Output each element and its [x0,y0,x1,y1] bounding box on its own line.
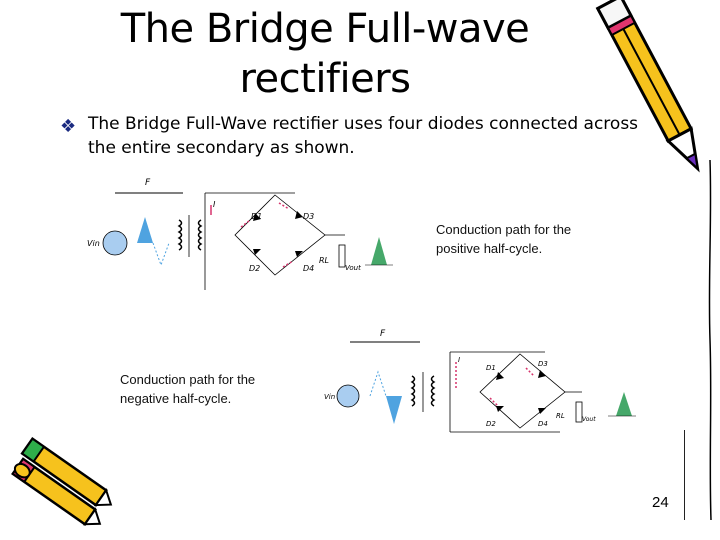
caption-positive-line-2: positive half-cycle. [436,241,543,256]
caption-negative-line-2: negative half-cycle. [120,391,232,406]
slide-title: The Bridge Full-wave rectifiers [95,4,555,104]
load-rl: RL [319,256,329,265]
caption-negative-line-1: Conduction path for the [120,372,256,387]
caption-positive: Conduction path for the positive half-cy… [436,220,571,258]
pencil-icon [595,0,700,173]
diode-d1: D1 [251,212,262,221]
out-label: Vout [345,264,361,272]
diode-d3: D3 [303,212,314,221]
source-label: Vin [324,393,335,401]
caption-negative: Conduction path for the negative half-cy… [120,370,255,408]
fuse-label: F [145,178,151,188]
load-rl: RL [556,412,565,420]
current-label: I [213,200,216,209]
diode-d4: D4 [303,264,314,273]
pencils-bundle-icon [11,436,113,526]
circuit-positive-half-cycle: F Vin D1 D3 D2 D4 RL Vout I [87,178,393,290]
diode-d3: D3 [538,360,548,368]
page-number: 24 [652,494,669,511]
circuit-negative-half-cycle: F Vin D1 D3 D2 D4 RL Vout I [324,329,636,433]
diode-d2: D2 [249,264,260,273]
caption-positive-line-1: Conduction path for the [436,222,572,237]
diode-d1: D1 [486,364,496,372]
source-label: Vin [87,239,100,248]
diode-d2: D2 [486,420,496,428]
diode-d4: D4 [538,420,548,428]
bullet-text: The Bridge Full-Wave rectifier uses four… [88,114,639,158]
diamond-bullet-icon: ❖ [60,116,77,137]
edge-scribble [708,159,712,521]
fuse-label: F [380,329,386,339]
title-line-1: The Bridge Full-wave [120,6,530,52]
title-line-2: rectifiers [239,56,411,102]
out-label: Vout [582,416,596,423]
page-number-divider [684,430,685,520]
current-label: I [458,356,460,364]
